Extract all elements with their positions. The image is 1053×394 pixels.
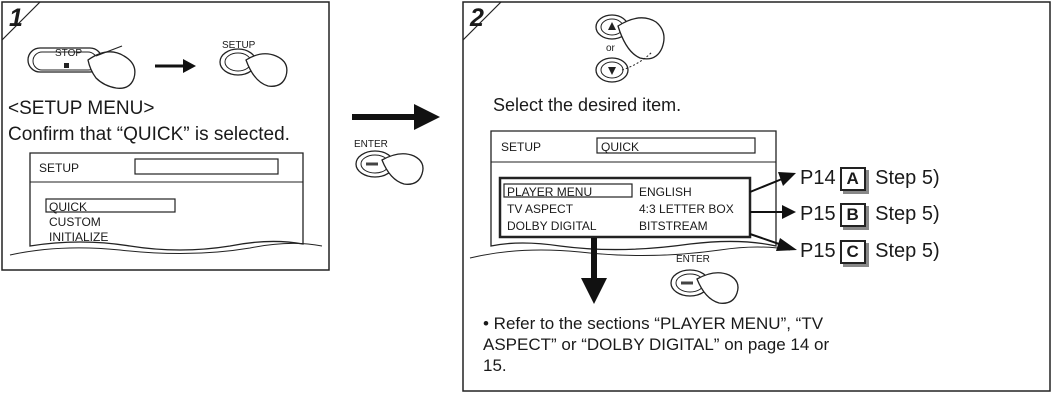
enter-label: ENTER <box>354 139 388 150</box>
step2-screen-frame <box>469 130 791 259</box>
row-value-english: ENGLISH <box>639 185 692 199</box>
reference-b-page: P15 <box>800 203 836 225</box>
row-value-bitstream: BITSTREAM <box>639 219 708 233</box>
stop-label: STOP <box>55 48 83 59</box>
stop-button-icon <box>27 45 136 89</box>
row-item-player-menu: PLAYER MENU <box>507 185 593 199</box>
reference-b-step: Step 5) <box>875 203 940 225</box>
row-value-letterbox: 4:3 LETTER BOX <box>639 202 734 216</box>
setup-menu-heading: <SETUP MENU> <box>8 98 155 119</box>
row-item-dolby-digital: DOLBY DIGITAL <box>507 219 597 233</box>
setup-button-icon <box>219 48 288 87</box>
step1-panel <box>1 1 330 271</box>
step1-corner-line <box>1 1 41 41</box>
reference-c-step: Step 5) <box>875 240 940 262</box>
reference-arrows <box>749 172 797 251</box>
step1-screen-frame <box>9 152 323 256</box>
step2-screen-title: SETUP <box>501 140 542 154</box>
reference-c-letter: C <box>839 240 866 264</box>
reference-b-letter: B <box>839 203 866 227</box>
reference-a-page: P14 <box>800 167 836 189</box>
pointing-hand-icon <box>617 17 665 71</box>
step2-corner-line <box>462 1 502 41</box>
reference-c-page: P15 <box>800 240 836 262</box>
or-label: or <box>606 43 615 54</box>
step1-screen-title: SETUP <box>39 161 80 175</box>
big-arrow <box>352 104 440 130</box>
enter-label-2: ENTER <box>676 254 710 265</box>
step1-arrow <box>155 59 196 73</box>
enter-button-icon <box>355 150 424 185</box>
reference-note: • Refer to the sections “PLAYER MENU”, “… <box>483 314 830 375</box>
setup-label: SETUP <box>222 40 256 51</box>
enter-button-icon-2 <box>670 269 739 304</box>
down-arrow <box>581 238 607 304</box>
menu-item-initialize: INITIALIZE <box>49 230 109 244</box>
step1-instruction: Confirm that “QUICK” is selected. <box>8 124 290 145</box>
reference-a-letter: A <box>839 167 866 191</box>
step2-number: 2 <box>470 4 484 32</box>
step2-instruction: Select the desired item. <box>493 95 682 115</box>
step2-panel <box>462 1 1051 392</box>
menu-item-quick: QUICK <box>49 200 88 214</box>
row-item-tv-aspect: TV ASPECT <box>507 202 574 216</box>
reference-a-step: Step 5) <box>875 167 940 189</box>
menu-item-custom: CUSTOM <box>49 215 101 229</box>
step2-screen-mode: QUICK <box>601 140 640 154</box>
step1-number: 1 <box>9 4 23 32</box>
